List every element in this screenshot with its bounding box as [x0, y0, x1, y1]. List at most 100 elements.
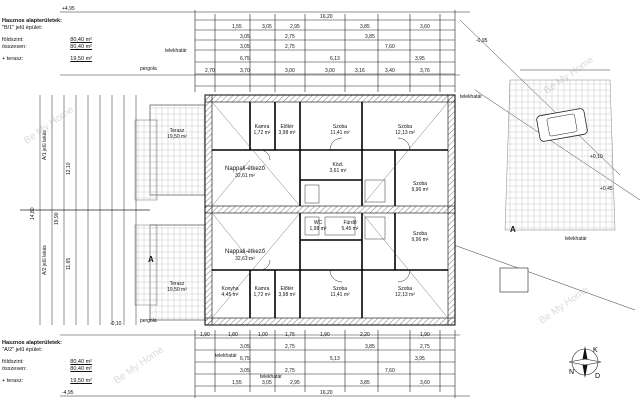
terraces	[134, 104, 206, 321]
svg-text:3,05: 3,05	[240, 34, 250, 40]
svg-text:4,45 m²: 4,45 m²	[222, 292, 239, 298]
svg-text:Terasz: Terasz	[170, 281, 185, 287]
area-summary-subtitle: "A/2" jelű épület:	[2, 347, 43, 353]
area-row: + terasz:19,50 m²	[2, 56, 92, 62]
svg-text:19,90: 19,90	[54, 212, 60, 225]
area-summary-bottom: Hasznos alapterületek: "A/2" jelű épület…	[2, 340, 92, 385]
area-row: összesen:80,40 m²	[2, 366, 92, 372]
svg-text:6,75: 6,75	[240, 356, 250, 362]
room-area: 32,61 m²	[235, 173, 255, 179]
svg-text:3,98 m²: 3,98 m²	[279, 130, 296, 136]
area-summary-title: Hasznos alapterületek:	[2, 18, 62, 24]
left-dimension-texts: A/1 jelű lakás A/2 jelű lakás 14,80 12,1…	[30, 130, 72, 275]
svg-text:Terasz: Terasz	[170, 128, 185, 134]
svg-text:3,00: 3,00	[325, 68, 335, 74]
svg-text:telekhatár: telekhatár	[565, 236, 587, 242]
svg-text:1,75: 1,75	[285, 332, 295, 338]
area-row: + terasz:19,50 m²	[2, 378, 92, 384]
svg-text:Közl.: Közl.	[332, 162, 343, 168]
svg-text:3,05: 3,05	[240, 44, 250, 50]
svg-text:6,75: 6,75	[240, 56, 250, 62]
svg-text:1,80: 1,80	[228, 332, 238, 338]
svg-text:1,00: 1,00	[258, 332, 268, 338]
svg-text:Szoba: Szoba	[413, 181, 427, 187]
svg-text:1,55: 1,55	[232, 380, 242, 386]
pergola-label: pergola	[140, 66, 157, 72]
svg-text:2,75: 2,75	[285, 34, 295, 40]
svg-text:3,60: 3,60	[420, 380, 430, 386]
svg-text:3,40: 3,40	[385, 68, 395, 74]
svg-text:14,80: 14,80	[30, 207, 36, 220]
svg-text:3,05: 3,05	[240, 344, 250, 350]
unit-a1-label: A/1 jelű lakás	[42, 130, 48, 160]
area-summary-top: Hasznos alapterületek: "B/1" jelű épület…	[2, 18, 92, 63]
svg-text:N: N	[569, 369, 574, 376]
svg-text:1,90: 1,90	[200, 332, 210, 338]
svg-text:telekhatár: telekhatár	[165, 48, 187, 54]
building-walls	[204, 94, 456, 326]
svg-text:3,61 m²: 3,61 m²	[330, 168, 347, 174]
svg-text:Szoba: Szoba	[333, 286, 347, 292]
bottom-dimension-lines	[60, 330, 470, 398]
svg-text:3,85: 3,85	[365, 34, 375, 40]
svg-text:11,41 m²: 11,41 m²	[330, 292, 350, 298]
svg-text:2,75: 2,75	[420, 344, 430, 350]
bottom-overall-dim: 16,20	[320, 390, 333, 396]
area-summary-subtitle: "B/1" jelű épület:	[2, 25, 43, 31]
misc-labels: pergola pergola telekhatár telekhatár te…	[110, 48, 613, 380]
svg-text:32,61 m²: 32,61 m²	[235, 256, 255, 262]
svg-text:Előtér: Előtér	[280, 286, 293, 292]
svg-text:1,72 m²: 1,72 m²	[254, 292, 271, 298]
svg-text:1,72 m²: 1,72 m²	[254, 130, 271, 136]
svg-text:2,75: 2,75	[285, 344, 295, 350]
svg-text:3,70: 3,70	[240, 68, 250, 74]
svg-text:3,85: 3,85	[365, 344, 375, 350]
svg-text:WC: WC	[314, 220, 323, 226]
bottom-dimension-texts: 1,90 1,80 1,00 1,75 1,90 2,20 1,90 3,05 …	[62, 332, 430, 396]
svg-text:9,96 m²: 9,96 m²	[412, 237, 429, 243]
svg-text:Szoba: Szoba	[398, 124, 412, 130]
svg-text:2,70: 2,70	[205, 68, 215, 74]
unit-a2-label: A/2 jelű lakás	[42, 245, 48, 275]
svg-text:+0,10: +0,10	[590, 154, 603, 160]
svg-text:1,55: 1,55	[232, 24, 242, 30]
svg-text:+0,45: +0,45	[600, 186, 613, 192]
svg-text:D: D	[595, 373, 600, 380]
room-name: Nappali-étkező	[225, 166, 266, 172]
svg-text:3,00: 3,00	[285, 68, 295, 74]
svg-text:12,13 m²: 12,13 m²	[395, 130, 415, 136]
svg-text:3,60: 3,60	[420, 24, 430, 30]
section-mark-a: A	[510, 225, 516, 234]
rooms-bottom-unit: Nappali-étkező 32,61 m² Konyha 4,45 m² K…	[167, 220, 429, 298]
svg-text:2,95: 2,95	[290, 24, 300, 30]
svg-text:2,75: 2,75	[285, 368, 295, 374]
top-dimension-lines	[60, 10, 470, 92]
area-row: összesen:80,40 m²	[2, 44, 92, 50]
svg-text:3,95: 3,95	[415, 356, 425, 362]
svg-text:2,95: 2,95	[290, 380, 300, 386]
svg-text:3,05: 3,05	[240, 368, 250, 374]
svg-text:9,96 m²: 9,96 m²	[412, 187, 429, 193]
parking-area	[499, 79, 616, 293]
svg-text:3,85: 3,85	[360, 24, 370, 30]
svg-text:11,41 m²: 11,41 m²	[330, 130, 350, 136]
svg-text:Szoba: Szoba	[333, 124, 347, 130]
svg-text:7,60: 7,60	[385, 44, 395, 50]
svg-text:2,20: 2,20	[360, 332, 370, 338]
svg-text:Kamra: Kamra	[255, 124, 270, 130]
area-row: földszint:80,40 m²	[2, 37, 92, 43]
area-row: földszint:80,40 m²	[2, 359, 92, 365]
svg-text:12,10: 12,10	[66, 162, 72, 175]
pergola-label: pergola	[140, 318, 157, 324]
svg-text:19,50 m²: 19,50 m²	[167, 287, 187, 293]
svg-text:+4,95: +4,95	[62, 6, 75, 12]
top-dimension-texts: 16,20 1,55 3,05 2,95 3,85 3,60 3,05 2,75…	[62, 6, 488, 74]
svg-text:11,65: 11,65	[66, 258, 72, 270]
svg-text:Szoba: Szoba	[413, 231, 427, 237]
svg-text:12,13 m²: 12,13 m²	[395, 292, 415, 298]
svg-text:Előtér: Előtér	[280, 124, 293, 130]
svg-text:19,50 m²: 19,50 m²	[167, 134, 187, 140]
svg-text:Szoba: Szoba	[398, 286, 412, 292]
compass-icon: N D K	[568, 346, 602, 380]
